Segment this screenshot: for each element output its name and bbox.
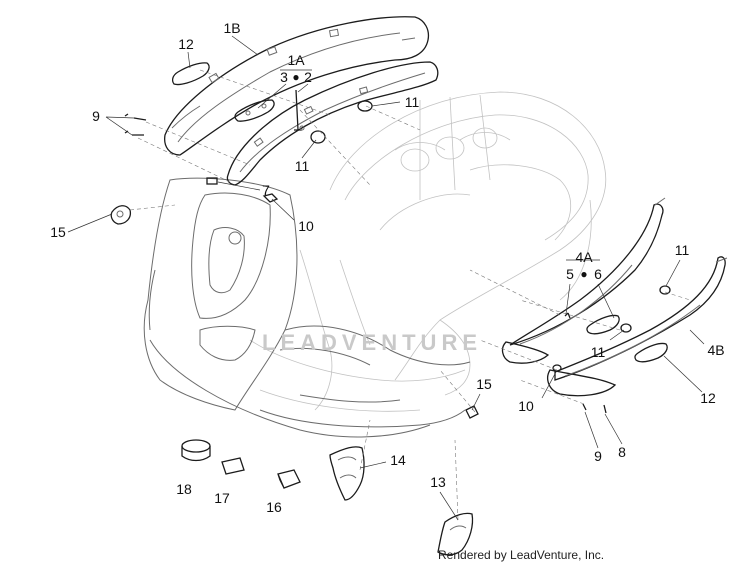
trim-1B[interactable] [164, 16, 430, 156]
callout-16[interactable]: 16 [266, 499, 282, 515]
trim-4B[interactable] [547, 256, 728, 397]
plug-16[interactable] [277, 469, 301, 489]
callout-14[interactable]: 14 [390, 452, 406, 468]
callout-7[interactable]: 7 [262, 182, 270, 198]
callout-11-b[interactable]: 11 [294, 158, 310, 174]
callout-13[interactable]: 13 [430, 474, 446, 490]
cover-13[interactable] [437, 512, 474, 556]
callout-3[interactable]: 3 [280, 69, 288, 85]
right-hardware [552, 285, 671, 414]
front-shield [143, 177, 431, 438]
bracket-3[interactable] [234, 99, 275, 122]
callout-1B[interactable]: 1B [223, 20, 241, 36]
callout-bullet-4A: ● [580, 267, 588, 281]
callout-4B[interactable]: 4B [707, 342, 725, 358]
callout-4A[interactable]: 4A [575, 249, 593, 265]
assembly-lines [129, 69, 691, 521]
plug-18[interactable] [181, 439, 211, 462]
badge-12-upper[interactable] [171, 62, 210, 86]
callout-9-left[interactable]: 9 [92, 108, 100, 124]
callout-12-lower[interactable]: 12 [700, 390, 716, 406]
trim-1A[interactable] [226, 61, 439, 186]
callout-15-left[interactable]: 15 [50, 224, 66, 240]
callout-2[interactable]: 2 [304, 69, 312, 85]
trim-4A[interactable] [501, 197, 666, 364]
callout-11-a[interactable]: 11 [404, 94, 420, 110]
callout-10-right[interactable]: 10 [518, 398, 534, 414]
callout-10-left[interactable]: 10 [298, 218, 314, 234]
render-credit: Rendered by LeadVenture, Inc. [438, 548, 605, 562]
watermark: LEADVENTURE [262, 330, 483, 355]
callout-12-upper[interactable]: 12 [178, 36, 194, 52]
scooter-body [249, 91, 607, 412]
callout-18[interactable]: 18 [176, 481, 192, 497]
callout-1A[interactable]: 1A [287, 52, 305, 68]
hardware [110, 89, 479, 419]
callout-11-d[interactable]: 11 [590, 344, 606, 360]
plug-17[interactable] [221, 457, 245, 475]
callout-bullet-1A: ● [292, 70, 300, 84]
footboard [259, 325, 471, 428]
callout-11-c[interactable]: 11 [674, 242, 690, 258]
callout-6[interactable]: 6 [594, 266, 602, 282]
callout-9-right[interactable]: 9 [594, 448, 602, 464]
callout-5[interactable]: 5 [566, 266, 574, 282]
leader-lines [67, 35, 705, 521]
callout-15-right[interactable]: 15 [476, 376, 492, 392]
callout-8[interactable]: 8 [618, 444, 626, 460]
callout-17[interactable]: 17 [214, 490, 230, 506]
cover-14[interactable] [329, 446, 365, 501]
